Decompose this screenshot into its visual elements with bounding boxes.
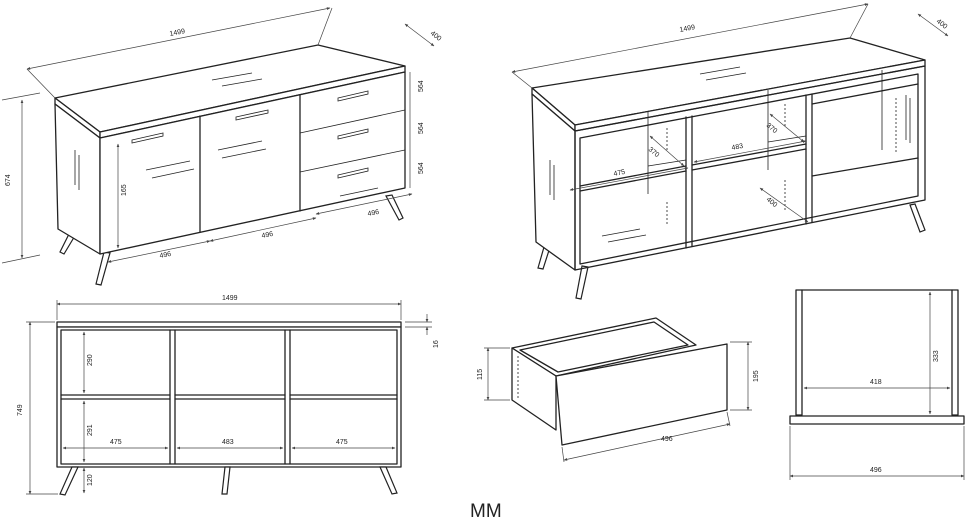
col-right-label: 475 <box>336 439 348 446</box>
open-width-label: 1499 <box>679 24 696 34</box>
front-depth-label: 400 <box>429 30 443 43</box>
drawer-height-3-label: 564 <box>418 162 425 174</box>
col-left-label: 475 <box>110 439 122 446</box>
drawer-height-1-label: 564 <box>418 80 425 92</box>
open-depth-label: 400 <box>935 18 949 31</box>
section-right-label: 496 <box>367 209 380 218</box>
lower-height-label: 291 <box>87 424 94 436</box>
shelf-center-depth-label: 370 <box>765 122 779 135</box>
elevation-height-label: 749 <box>17 404 24 416</box>
section-left-label: 496 <box>159 251 172 260</box>
drawer-inner-height-label: 333 <box>933 350 940 362</box>
front-height-label: 674 <box>5 174 12 186</box>
drawer-front-view: 333 418 496 <box>789 289 965 480</box>
door-height-label: 165 <box>121 184 128 196</box>
shelf-left-width-label: 475 <box>613 169 626 178</box>
drawer-outer-width-label: 496 <box>870 467 882 474</box>
shelf-center-width-label: 483 <box>731 143 744 152</box>
closed-sideboard-view: 1499 400 674 564 564 564 165 496 496 496 <box>1 7 443 286</box>
shelf-left-depth-label: 370 <box>647 146 661 159</box>
front-elevation-view: 1499 749 16 290 291 120 475 483 475 <box>17 295 440 496</box>
elevation-width-label: 1499 <box>222 295 238 302</box>
top-thickness-label: 16 <box>433 340 440 348</box>
open-sideboard-view: 1499 400 475 370 483 370 400 <box>511 3 949 300</box>
shelf-lower-depth-label: 400 <box>765 196 779 209</box>
drawer-inner-width-label: 418 <box>870 379 882 386</box>
drawer-width-label: 496 <box>661 436 673 443</box>
section-center-label: 496 <box>261 231 274 240</box>
drawer-view: 115 195 496 <box>477 317 760 463</box>
drawer-front-height-label: 195 <box>753 370 760 382</box>
upper-height-label: 290 <box>87 354 94 366</box>
unit-label: MM <box>470 501 502 521</box>
front-width-label: 1499 <box>169 28 186 38</box>
leg-height-label: 120 <box>87 474 94 486</box>
drawer-height-2-label: 564 <box>418 122 425 134</box>
drawer-side-height-label: 115 <box>477 369 484 380</box>
col-center-label: 483 <box>222 439 234 446</box>
